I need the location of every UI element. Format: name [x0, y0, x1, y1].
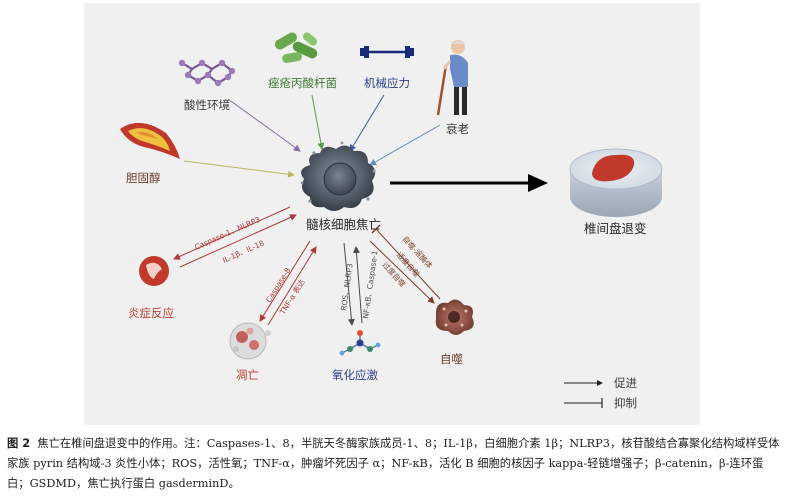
- label-apoptosis: 凋亡: [236, 368, 259, 382]
- elderly-person-icon: [436, 40, 468, 116]
- label-disc: 椎间盘退变: [584, 221, 647, 236]
- main-arrow: [390, 174, 548, 192]
- arrow-bacteria-to-center: [311, 94, 325, 150]
- apoptotic-cell-icon: [229, 322, 271, 360]
- label-oxidative: 氧化应激: [332, 368, 378, 382]
- figure-number: 图 2: [7, 437, 31, 450]
- acid-molecule-icon: [178, 59, 236, 87]
- label-autophagy: 自噬: [440, 352, 463, 366]
- intervertebral-disc-icon: [569, 148, 663, 217]
- arrow-center-to-apoptosis: [259, 240, 311, 322]
- bacteria-icon: [274, 32, 318, 63]
- edge-label-ox-2: NF-κB、Caspase-1: [361, 250, 380, 320]
- figure-panel: 酸性环境 痤疮丙酸杆菌 机械应力 衰老 胆固醇: [84, 3, 700, 425]
- label-mechanical: 机械应力: [364, 76, 410, 90]
- figure-caption: 图 2 焦亡在椎间盘退变中的作用。注：Caspases-1、8，半胱天冬酶家族成…: [7, 434, 783, 494]
- arrow-inflammation-to-center: [179, 214, 297, 268]
- label-center: 髓核细胞焦亡: [306, 217, 381, 232]
- label-acid: 酸性环境: [184, 98, 230, 112]
- arrow-center-to-autophagy: [369, 240, 435, 304]
- arrow-center-to-oxidative: [343, 242, 355, 326]
- blood-vessel-icon: [120, 122, 180, 159]
- legend-promote-label: 促进: [614, 376, 637, 390]
- edge-label-ox-1: ROS、NLRP3: [339, 263, 355, 312]
- label-bacteria: 痤疮丙酸杆菌: [268, 76, 337, 90]
- arrow-aging-to-center: [369, 124, 441, 166]
- autophagy-cell-icon: [435, 299, 474, 335]
- arrow-cholesterol-to-center: [183, 160, 295, 178]
- red-blood-cell-icon: [139, 256, 169, 286]
- inhibit-autophagy-to-center: [371, 224, 441, 300]
- molecule-icon: [339, 330, 381, 356]
- arrow-center-to-inflammation: [173, 206, 291, 260]
- arrow-apoptosis-to-center: [267, 246, 317, 326]
- dumbbell-icon: [360, 46, 414, 58]
- pyroptosis-diagram: 酸性环境 痤疮丙酸杆菌 机械应力 衰老 胆固醇: [120, 32, 663, 410]
- label-cholesterol: 胆固醇: [126, 171, 161, 185]
- arrow-mechanical-to-center: [349, 94, 385, 152]
- legend-inhibit-label: 抑制: [614, 396, 637, 410]
- edge-label-inflam-2: IL-1β、IL-18: [221, 238, 266, 264]
- caption-text: 焦亡在椎间盘退变中的作用。注：Caspases-1、8，半胱天冬酶家族成员-1、…: [7, 437, 780, 490]
- legend: 促进 抑制: [564, 376, 637, 410]
- label-aging: 衰老: [446, 122, 469, 136]
- pyroptotic-cell-icon: [300, 141, 376, 211]
- label-inflammation: 炎症反应: [128, 306, 174, 320]
- arrow-acid-to-center: [227, 98, 301, 152]
- arrow-oxidative-to-center: [352, 246, 363, 324]
